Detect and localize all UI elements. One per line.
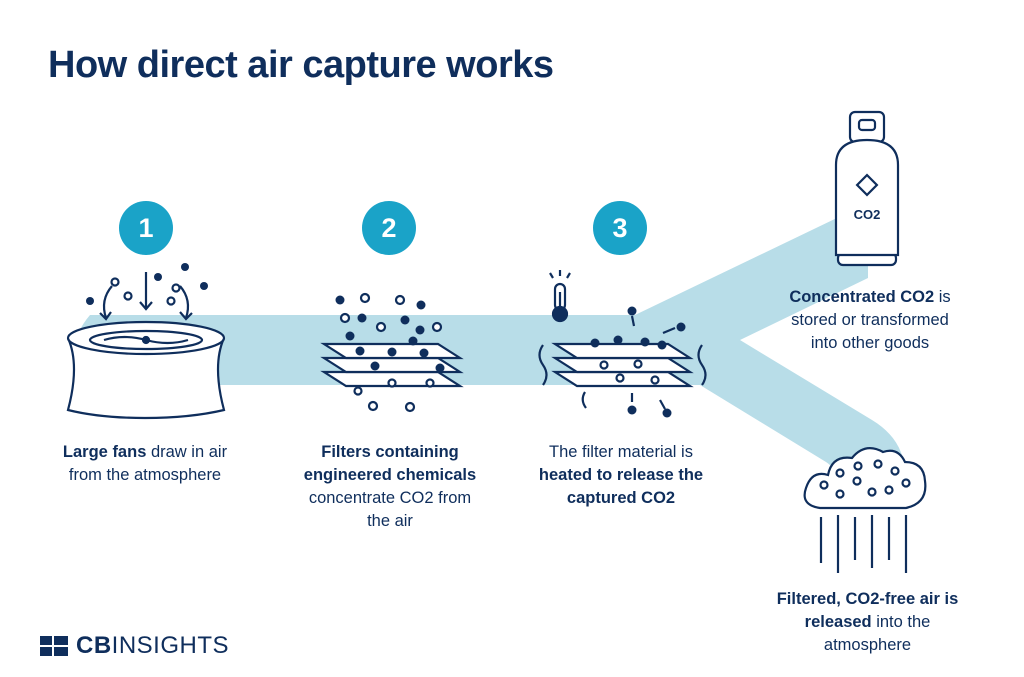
caption-bold: Large fans xyxy=(62,443,147,461)
step-3-badge: 3 xyxy=(593,201,647,255)
caption-bold: Concentrated CO2 xyxy=(789,288,935,306)
brand-name-bold: CB xyxy=(76,632,112,659)
step-3-caption: The filter material is heated to release… xyxy=(516,441,726,510)
cb-insights-logo: CBINSIGHTS xyxy=(40,632,229,660)
caption-text: into the xyxy=(871,613,931,631)
page-title: How direct air capture works xyxy=(48,44,554,86)
caption-text: concentrate CO2 from xyxy=(308,489,472,507)
step-1-caption: Large fans draw in air from the atmosphe… xyxy=(40,441,250,487)
caption-text: The filter material is xyxy=(549,443,693,461)
flow-band xyxy=(75,203,905,500)
step-1-badge: 1 xyxy=(119,201,173,255)
caption-text: is xyxy=(934,288,951,306)
step-number: 3 xyxy=(612,212,628,243)
thermometer-icon xyxy=(549,270,571,323)
caption-bold: captured CO2 xyxy=(566,489,676,507)
step-2-badge: 2 xyxy=(362,201,416,255)
gas-tank-icon xyxy=(834,110,900,267)
caption-bold: Filtered, CO2-free air is xyxy=(776,590,959,608)
brand-name-rest: INSIGHTS xyxy=(111,632,230,659)
heated-filter-icon xyxy=(538,270,707,418)
caption-bold: Filters containing xyxy=(321,443,459,461)
cloud-icon xyxy=(803,447,927,573)
caption-text: draw in air xyxy=(146,443,228,461)
cb-logo-icon xyxy=(40,636,68,656)
caption-bold: heated to release the xyxy=(538,466,704,484)
caption-bold: engineered chemicals xyxy=(303,466,477,484)
caption-text: from the atmosphere xyxy=(68,466,222,484)
fan-icon xyxy=(66,263,226,420)
brand-name: CBINSIGHTS xyxy=(76,632,229,660)
caption-text: the air xyxy=(367,512,413,530)
caption-text: atmosphere xyxy=(823,636,912,654)
released-caption: Filtered, CO2-free air is released into … xyxy=(755,588,980,657)
step-number: 1 xyxy=(138,212,154,243)
tank-label: CO2 xyxy=(854,207,881,222)
caption-text: stored or transformed xyxy=(791,311,949,329)
caption-text: into other goods xyxy=(810,334,930,352)
step-2-caption: Filters containing engineered chemicals … xyxy=(285,441,495,533)
step-number: 2 xyxy=(381,212,397,243)
filter-stack-icon xyxy=(320,292,464,413)
stored-caption: Concentrated CO2 is stored or transforme… xyxy=(760,286,980,355)
caption-bold: released xyxy=(804,613,872,631)
